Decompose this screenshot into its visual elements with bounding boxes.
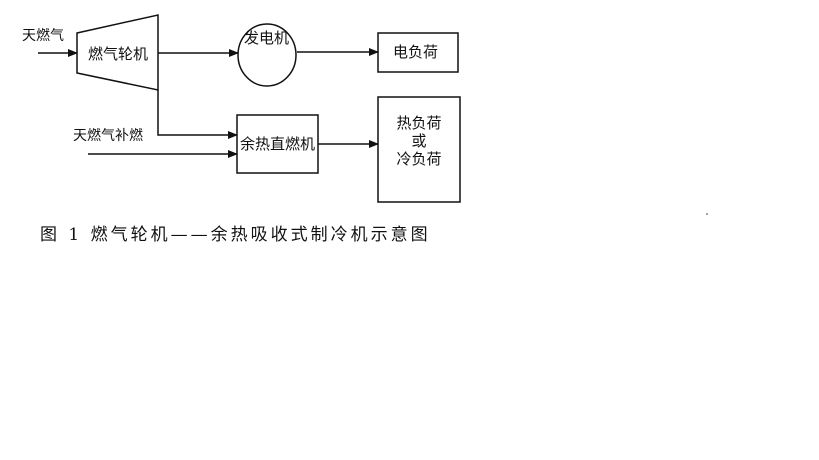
- supplementary-gas-label: 天燃气补燃: [73, 128, 143, 144]
- figure-caption: 图 1 燃气轮机——余热吸收式制冷机示意图: [40, 225, 431, 245]
- gas-input-label: 天燃气: [22, 28, 64, 44]
- arrow-turbine-exhaust-to-chiller: [157, 90, 238, 139]
- gas-turbine-label: 燃气轮机: [88, 45, 149, 63]
- electric-load-label: 电负荷: [393, 43, 439, 61]
- heat-cold-load-box: [377, 96, 461, 203]
- heat-cold-load-label: 热负荷 或 冷负荷: [378, 114, 460, 168]
- stray-dot: [706, 213, 708, 215]
- cold-load-text: 冷负荷: [396, 150, 442, 168]
- generator-label: 发电机: [244, 29, 290, 47]
- or-text: 或: [411, 132, 427, 150]
- heat-load-text: 热负荷: [396, 114, 442, 132]
- waste-heat-chiller-label: 余热直燃机: [240, 135, 316, 153]
